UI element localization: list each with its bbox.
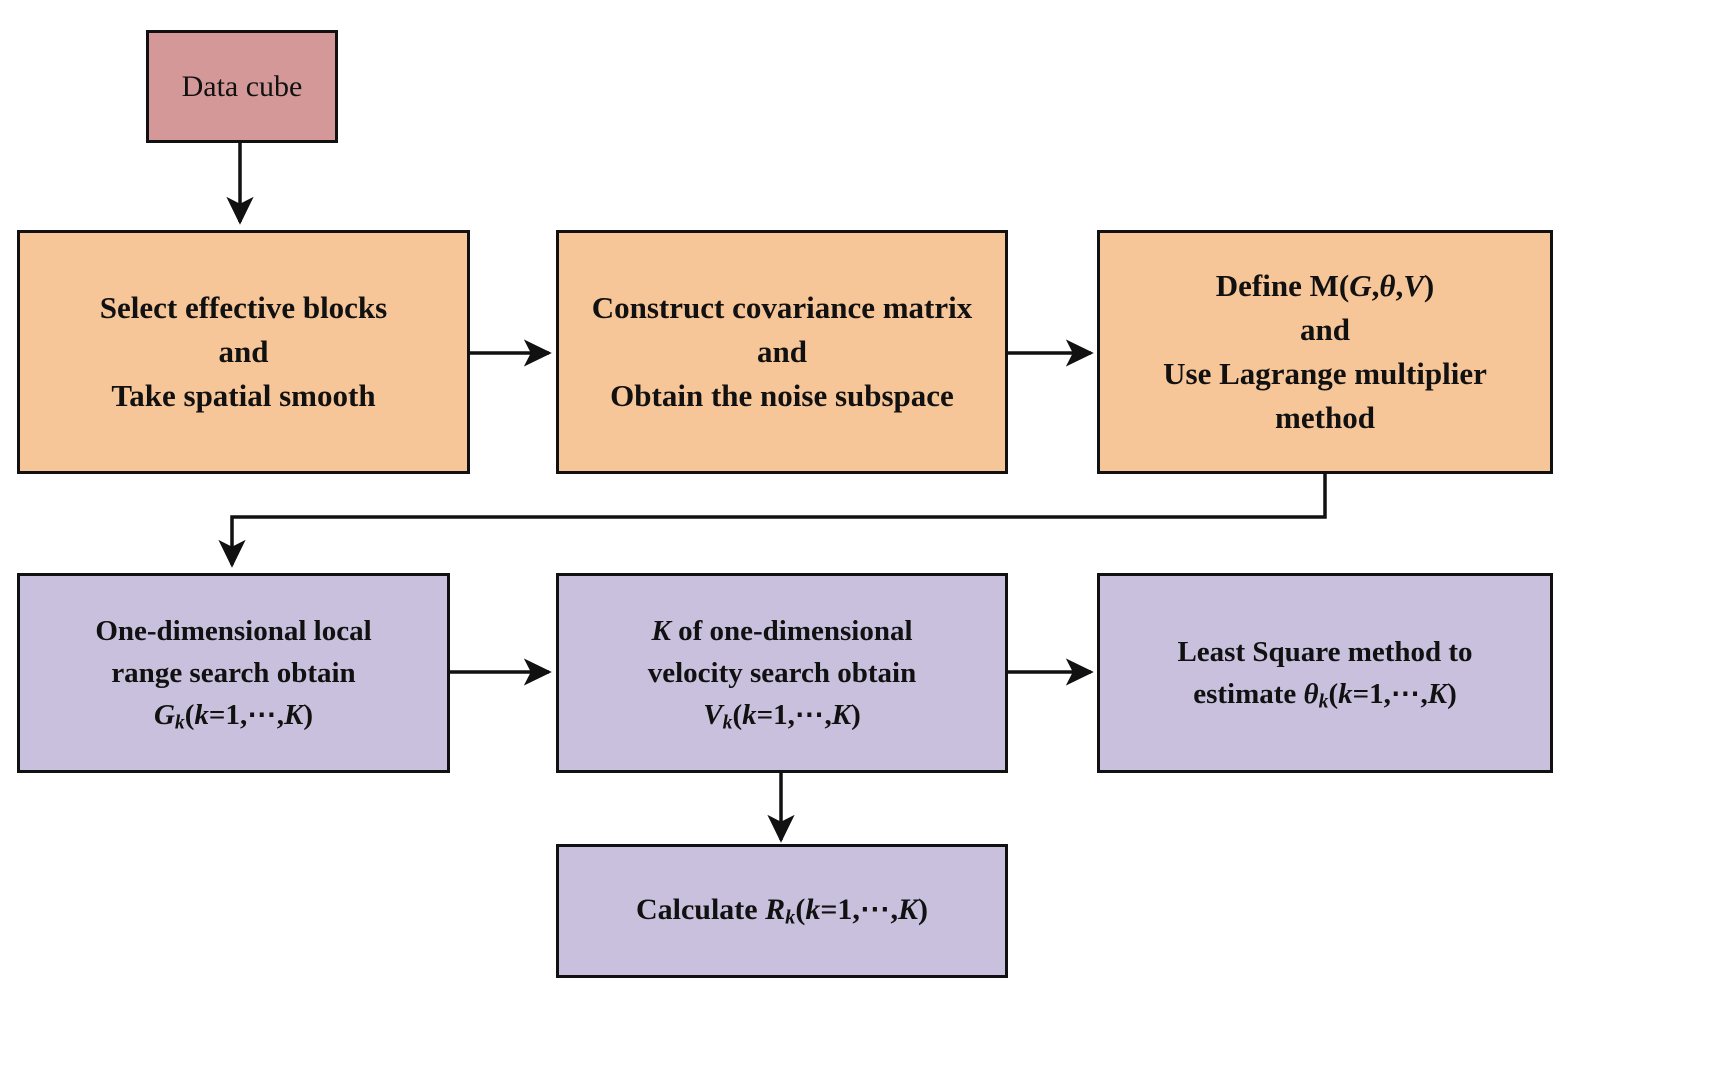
define-var-g: G: [1349, 267, 1372, 303]
range-line-1: One-dimensional local: [95, 614, 372, 647]
node-select-effective-blocks[interactable]: Select effective blocks and Take spatial…: [17, 230, 470, 474]
range-eq: =1,: [208, 698, 248, 731]
velocity-eq: =1,: [756, 698, 795, 731]
select-line-2: and: [218, 333, 269, 369]
select-line-1: Select effective blocks: [99, 289, 388, 325]
range-open: (: [184, 698, 195, 731]
velocity-K: K: [831, 698, 852, 731]
calculate-eq: =1,: [820, 893, 860, 927]
define-var-theta: θ: [1379, 267, 1396, 303]
node-least-square[interactable]: Least Square method to estimate θk(k=1,⋯…: [1097, 573, 1553, 773]
leastsquare-comma: ,: [1420, 677, 1428, 710]
range-line-2: range search obtain: [111, 656, 356, 689]
velocity-dots: ⋯: [794, 698, 825, 731]
calculate-dots: ⋯: [859, 893, 891, 927]
node-calculate-r[interactable]: Calculate Rk(k=1,⋯,K): [556, 844, 1008, 978]
edge-define-to-range: [218, 474, 1327, 568]
leastsquare-k: k: [1338, 677, 1353, 710]
node-range-search[interactable]: One-dimensional local range search obtai…: [17, 573, 450, 773]
covariance-line-1: Construct covariance matrix: [591, 289, 973, 325]
leastsquare-K: K: [1427, 677, 1448, 710]
calculate-prefix: Calculate: [635, 893, 766, 927]
node-range-search-label: One-dimensional local range search obtai…: [20, 610, 447, 737]
velocity-k: k: [742, 698, 757, 731]
leastsquare-close: ): [1447, 677, 1457, 710]
range-subscript: k: [174, 710, 185, 733]
velocity-close: ): [851, 698, 861, 731]
velocity-var-K: K: [651, 614, 671, 647]
velocity-var: V: [703, 698, 723, 731]
node-least-square-label: Least Square method to estimate θk(k=1,⋯…: [1100, 631, 1550, 716]
calculate-K: K: [898, 893, 919, 927]
calculate-close: ): [918, 893, 929, 927]
range-close: ): [303, 698, 314, 731]
velocity-comma: ,: [824, 698, 832, 731]
node-velocity-search[interactable]: K of one-dimensional velocity search obt…: [556, 573, 1008, 773]
calculate-open: (: [795, 893, 806, 927]
velocity-subscript: k: [722, 710, 733, 733]
leastsquare-prefix: estimate: [1193, 677, 1304, 710]
define-var-v: V: [1403, 267, 1424, 303]
node-construct-covariance-matrix-label: Construct covariance matrix and Obtain t…: [559, 286, 1005, 418]
leastsquare-eq: =1,: [1352, 677, 1391, 710]
range-var: G: [153, 698, 175, 731]
define-line-2: and: [1300, 311, 1350, 347]
range-comma: ,: [276, 698, 285, 731]
define-line-4: method: [1275, 400, 1375, 436]
calculate-var-r: R: [765, 893, 786, 927]
node-data-cube-label: Data cube: [181, 69, 303, 103]
leastsquare-line-1: Least Square method to: [1177, 635, 1473, 668]
velocity-line-1-rest: of one-dimensional: [670, 614, 913, 647]
covariance-line-3: Obtain the noise subspace: [610, 378, 954, 413]
leastsquare-open: (: [1328, 677, 1339, 710]
range-K: K: [284, 698, 304, 731]
node-calculate-r-label: Calculate Rk(k=1,⋯,K): [559, 888, 1005, 933]
velocity-line-2: velocity search obtain: [647, 656, 917, 689]
node-data-cube[interactable]: Data cube: [146, 30, 338, 143]
range-dots: ⋯: [247, 698, 277, 731]
node-construct-covariance-matrix[interactable]: Construct covariance matrix and Obtain t…: [556, 230, 1008, 474]
leastsquare-dots: ⋯: [1390, 677, 1421, 710]
velocity-line-3: Vk(k=1,⋯,K): [567, 694, 997, 737]
covariance-line-2: and: [757, 333, 807, 369]
define-prefix: Define M(: [1215, 267, 1350, 303]
calculate-line-1: Calculate Rk(k=1,⋯,K): [567, 888, 997, 933]
define-comma-2: ,: [1395, 267, 1404, 303]
calculate-comma: ,: [890, 893, 899, 927]
node-select-effective-blocks-label: Select effective blocks and Take spatial…: [20, 286, 467, 418]
define-suffix: ): [1423, 267, 1435, 303]
leastsquare-subscript: k: [1318, 689, 1329, 712]
node-velocity-search-label: K of one-dimensional velocity search obt…: [559, 610, 1005, 737]
velocity-open: (: [732, 698, 743, 731]
range-k: k: [194, 698, 209, 731]
select-line-3: Take spatial smooth: [111, 378, 376, 413]
range-line-3: Gk(k=1,⋯,K): [28, 694, 439, 737]
leastsquare-line-2: estimate θk(k=1,⋯,K): [1108, 673, 1542, 716]
calculate-k: k: [805, 893, 821, 927]
define-line-3: Use Lagrange multiplier: [1163, 356, 1487, 391]
define-comma-1: ,: [1371, 267, 1380, 303]
calculate-subscript: k: [785, 906, 796, 929]
define-line-1: Define M(G,θ,V): [1108, 264, 1542, 308]
node-define-m-label: Define M(G,θ,V) and Use Lagrange multipl…: [1100, 264, 1550, 440]
leastsquare-var-theta: θ: [1303, 677, 1319, 710]
node-define-m[interactable]: Define M(G,θ,V) and Use Lagrange multipl…: [1097, 230, 1553, 474]
velocity-line-1: K of one-dimensional: [567, 610, 997, 652]
